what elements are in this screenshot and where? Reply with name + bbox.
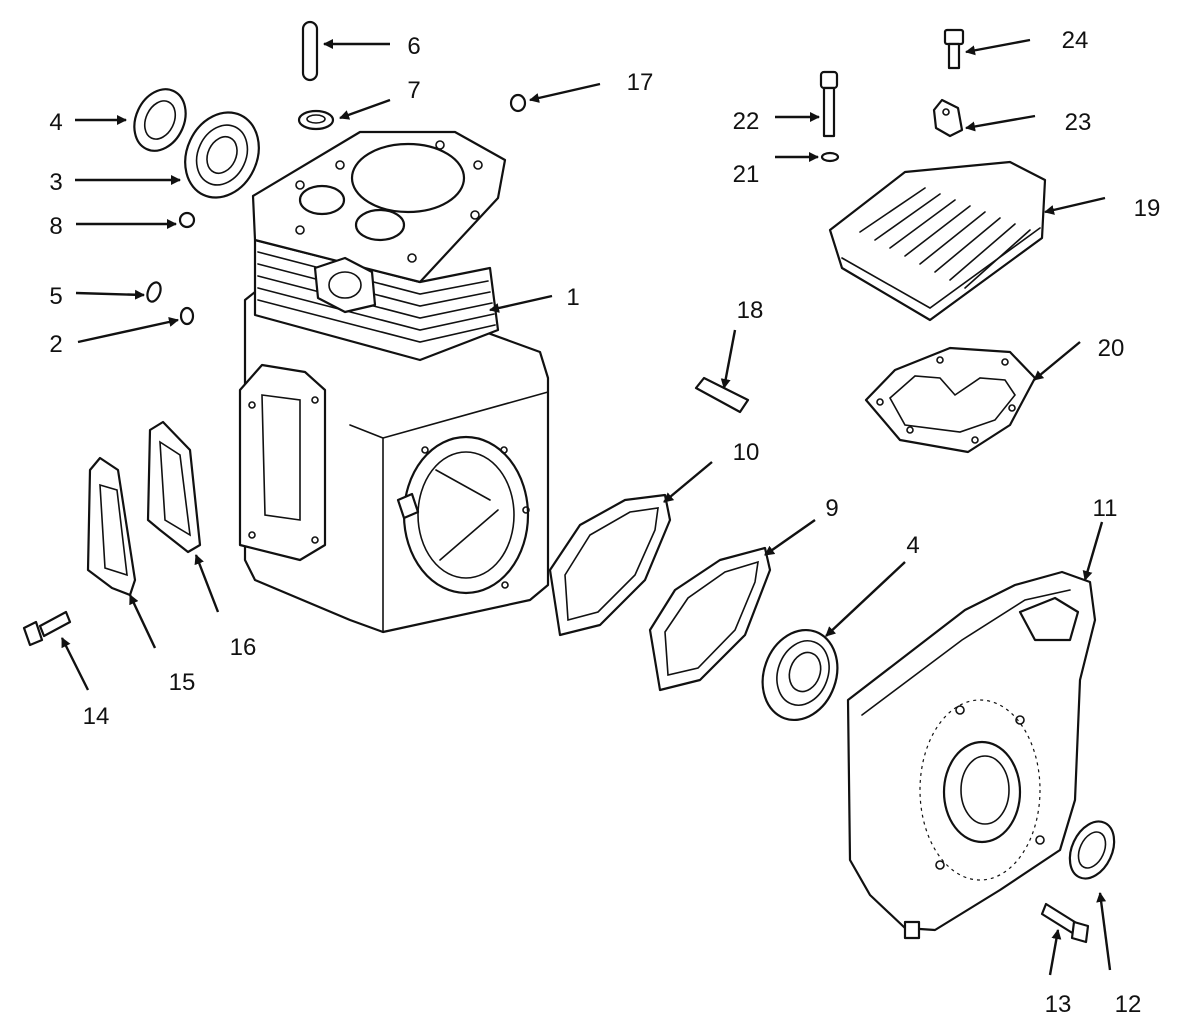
gasket-10 <box>548 493 672 637</box>
callout-leaders <box>60 38 1112 976</box>
callout-label-1: 1 <box>566 284 579 311</box>
leader-18 <box>720 329 737 389</box>
callout-label-13: 13 <box>1045 991 1072 1018</box>
callout-label-4: 4 <box>906 532 919 559</box>
callout-label-23: 23 <box>1065 109 1092 136</box>
leader-5 <box>75 289 145 300</box>
leader-15 <box>128 594 157 649</box>
callout-label-3: 3 <box>49 169 62 196</box>
callout-label-18: 18 <box>737 297 764 324</box>
cylinder-block <box>238 130 550 634</box>
leader-10 <box>663 461 713 503</box>
callout-label-21: 21 <box>733 161 760 188</box>
breather-cover <box>86 456 137 597</box>
main-bearing-lower <box>761 628 839 722</box>
cap-screw-14 <box>22 610 72 647</box>
washer-7 <box>297 109 335 131</box>
leader-11 <box>1082 521 1104 581</box>
callout-label-4: 4 <box>49 109 62 136</box>
plug-17 <box>509 93 527 113</box>
callout-label-9: 9 <box>825 495 838 522</box>
cylinder-head <box>828 160 1047 322</box>
callout-label-22: 22 <box>733 108 760 135</box>
bearing-plate <box>846 570 1097 940</box>
leader-20 <box>1033 341 1081 381</box>
leader-14 <box>60 637 90 691</box>
leader-17 <box>529 82 601 103</box>
callout-label-2: 2 <box>49 331 62 358</box>
callout-label-7: 7 <box>407 77 420 104</box>
callout-label-15: 15 <box>169 669 196 696</box>
callout-label-10: 10 <box>733 439 760 466</box>
leader-12 <box>1096 892 1112 971</box>
gasket-9 <box>648 546 772 692</box>
washer-21 <box>820 151 840 163</box>
oil-seal-lower <box>1068 820 1116 880</box>
dowel-pin-18 <box>694 376 750 414</box>
cap-screw-24 <box>943 28 965 70</box>
callout-labels: 1 2 3 4 4 5 6 7 8 9 10 11 12 13 14 15 16… <box>49 27 1160 1018</box>
callout-label-11: 11 <box>1093 495 1118 522</box>
bolt-22 <box>819 70 839 138</box>
pin-2 <box>179 306 195 326</box>
callout-label-8: 8 <box>49 213 62 240</box>
leader-1 <box>489 294 553 313</box>
oil-seal-upper <box>133 88 187 152</box>
leader-7 <box>339 98 391 120</box>
callout-label-19: 19 <box>1134 195 1161 222</box>
plug-8 <box>178 211 196 229</box>
leader-24 <box>965 38 1031 56</box>
head-gasket <box>864 346 1037 454</box>
main-bearing-upper <box>184 111 260 199</box>
callout-label-12: 12 <box>1115 991 1142 1018</box>
leader-16 <box>194 554 220 613</box>
dowel-pin-6 <box>301 20 319 82</box>
callout-label-24: 24 <box>1062 27 1089 54</box>
leader-9 <box>764 519 816 556</box>
callout-label-5: 5 <box>49 283 62 310</box>
callout-label-14: 14 <box>83 703 110 730</box>
callout-label-20: 20 <box>1098 335 1125 362</box>
leader-23 <box>965 114 1036 132</box>
callout-label-6: 6 <box>407 33 420 60</box>
leader-4b <box>825 561 906 637</box>
plug-5 <box>146 281 162 303</box>
leader-13 <box>1048 929 1062 976</box>
leader-19 <box>1044 196 1106 215</box>
callout-label-17: 17 <box>627 69 654 96</box>
bracket-23 <box>932 98 964 138</box>
leader-2 <box>77 317 179 344</box>
callout-label-16: 16 <box>230 634 257 661</box>
breather-gasket <box>146 420 202 554</box>
cap-screw-13 <box>1040 902 1090 944</box>
